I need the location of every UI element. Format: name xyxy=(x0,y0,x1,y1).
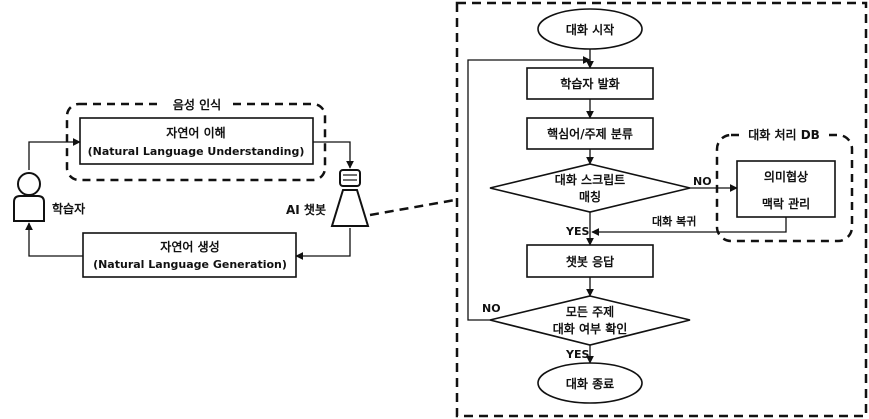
dialog-db-line1: 의미협상 xyxy=(764,169,808,184)
nlg-box xyxy=(82,232,297,278)
connector-dashed xyxy=(369,198,456,217)
script-match-line2: 매칭 xyxy=(579,189,601,204)
no-label-check: NO xyxy=(482,302,501,315)
chatbot-response-label: 챗봇 응답 xyxy=(566,254,614,269)
keyword-topic-label: 핵심어/주제 분류 xyxy=(547,126,633,141)
script-match-line1: 대화 스크립트 xyxy=(555,172,625,187)
no-label-match: NO xyxy=(693,175,712,188)
start-label: 대화 시작 xyxy=(566,22,614,37)
speech-recognition-label: 음성 인식 xyxy=(173,97,221,112)
all-topics-line2: 대화 여부 확인 xyxy=(553,321,628,336)
end-label: 대화 종료 xyxy=(566,376,614,391)
nlg-title: 자연어 생성 xyxy=(160,239,219,254)
keyword-topic-node xyxy=(526,117,654,150)
arrow-nlu-to-chatbot xyxy=(313,141,354,169)
yes-label-check: YES xyxy=(565,348,589,361)
return-label: 대화 복귀 xyxy=(652,214,696,228)
chatbot-icon xyxy=(330,169,370,227)
learner-utterance-label: 학습자 발화 xyxy=(560,76,619,91)
chatbot-label: AI 챗봇 xyxy=(286,202,326,217)
arrow-nlg-to-learner xyxy=(25,222,83,257)
arrow-loop-back xyxy=(467,56,591,321)
arrow-chatbot-to-nlg xyxy=(295,228,351,260)
nlu-box xyxy=(79,117,314,165)
all-topics-decision xyxy=(489,295,691,346)
all-topics-line1: 모든 주제 xyxy=(566,305,614,319)
nlg-subtitle: (Natural Language Generation) xyxy=(93,258,287,271)
nlu-title: 자연어 이해 xyxy=(166,125,225,140)
dialog-db-box xyxy=(736,160,836,218)
arrow-db-return xyxy=(591,217,787,236)
yes-label-match: YES xyxy=(565,225,589,238)
learner-icon xyxy=(13,172,45,222)
nlu-subtitle: (Natural Language Understanding) xyxy=(88,145,305,158)
flow-panel xyxy=(455,1,868,418)
arrow-learner-to-nlu xyxy=(28,138,81,170)
dialog-db-title: 대화 처리 DB xyxy=(748,127,820,142)
script-match-decision xyxy=(489,163,691,213)
dialog-db-line2: 맥락 관리 xyxy=(762,196,810,211)
learner-label: 학습자 xyxy=(52,201,85,216)
